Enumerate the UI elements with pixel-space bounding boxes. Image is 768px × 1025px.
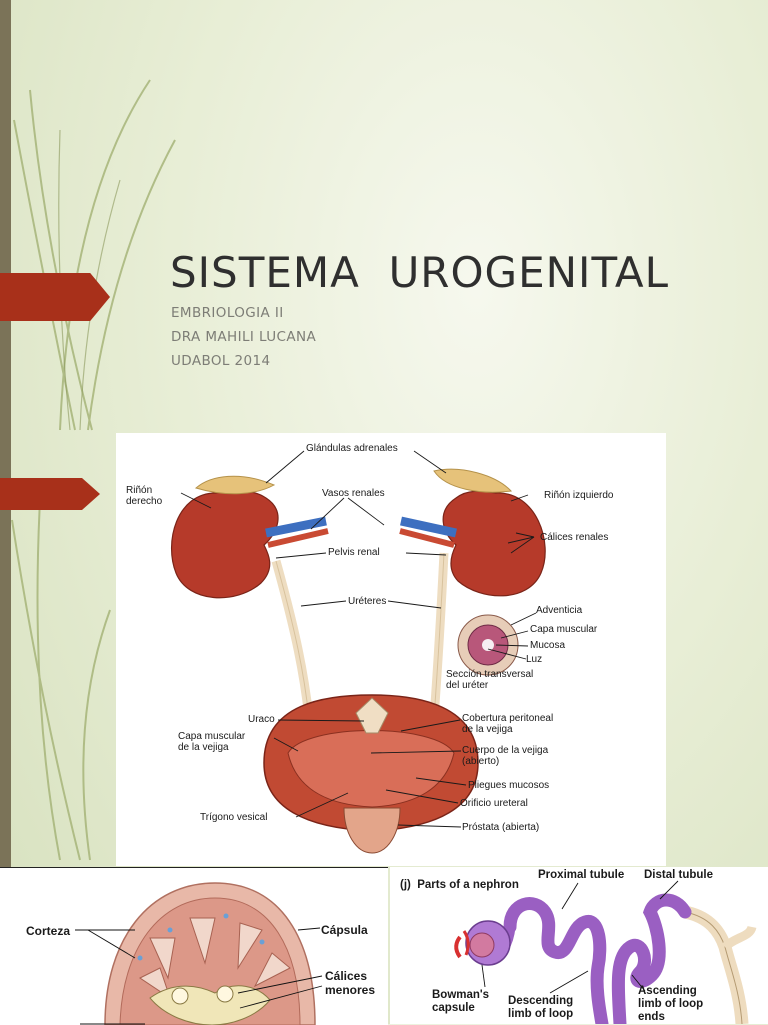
label-capa-muscular: Capa muscular [530,624,598,635]
label-trigono-vesical: Trígono vesical [200,812,268,823]
accent-arrow-tab [0,273,110,321]
label-seccion-transversal: Sección transversal del uréter [446,669,534,691]
label-prostata: Próstata (abierta) [462,822,540,833]
kidney-section-figure: Corteza Cápsula Cálices menores [0,867,388,1025]
label-pelvis-renal: Pelvis renal [328,547,380,558]
label-capa-muscular-vejiga: Capa muscular de la vejiga [178,731,246,753]
label-proximal-tubule: Proximal tubule [538,869,625,881]
label-pliegues-mucosos: Pliegues mucosos [468,780,550,791]
label-cobertura-peritoneal: Cobertura peritoneal de la vejiga [462,713,554,735]
label-capsula: Cápsula [321,923,368,937]
label-parts-of-nephron: (j) Parts of a nephron [400,879,519,891]
decorative-swirl [11,79,176,861]
subtitle-institution: UDABOL 2014 [171,353,271,369]
label-rinon-izquierdo: Riñón izquierdo [544,490,614,501]
accent-arrow-tab-2 [0,478,100,510]
label-bowmans-capsule: Bowman's capsule [432,989,490,1014]
label-vasos-renales: Vasos renales [322,488,385,499]
label-luz: Luz [526,654,543,665]
label-ureteres: Uréteres [348,596,387,607]
kidney-section-illustration [75,882,323,1025]
label-glandulas-adrenales: Glándulas adrenales [306,443,398,454]
nephron-figure: (j) Parts of a nephron Proximal tubule D… [390,867,768,1024]
left-accent-bar [0,0,11,1024]
label-rinon-derecho: Riñón derecho [126,485,163,507]
label-calices-renales: Cálices renales [540,532,609,543]
subtitle-course: EMBRIOLOGIA II [171,305,284,321]
urinary-system-illustration [170,450,546,854]
label-descending-limb: Descending limb of loop [508,995,574,1020]
label-mucosa: Mucosa [530,640,566,651]
subtitle-author: DRA MAHILI LUCANA [171,329,317,345]
slide-title: SISTEMA UROGENITAL [170,248,669,297]
label-adventicia: Adventicia [536,605,583,616]
nephron-illustration [454,880,757,1024]
label-calices-menores: Cálices menores [325,969,376,997]
label-orificio-ureteral: Orificio ureteral [460,798,528,809]
urinary-system-figure: Glándulas adrenales Riñón derecho Riñón … [116,433,666,866]
label-uraco: Uraco [248,714,275,725]
label-corteza: Corteza [26,924,71,938]
label-ascending-limb: Ascending limb of loop ends [638,985,704,1023]
label-distal-tubule: Distal tubule [644,869,714,881]
label-cuerpo-vejiga: Cuerpo de la vejiga (abierto) [462,745,549,767]
